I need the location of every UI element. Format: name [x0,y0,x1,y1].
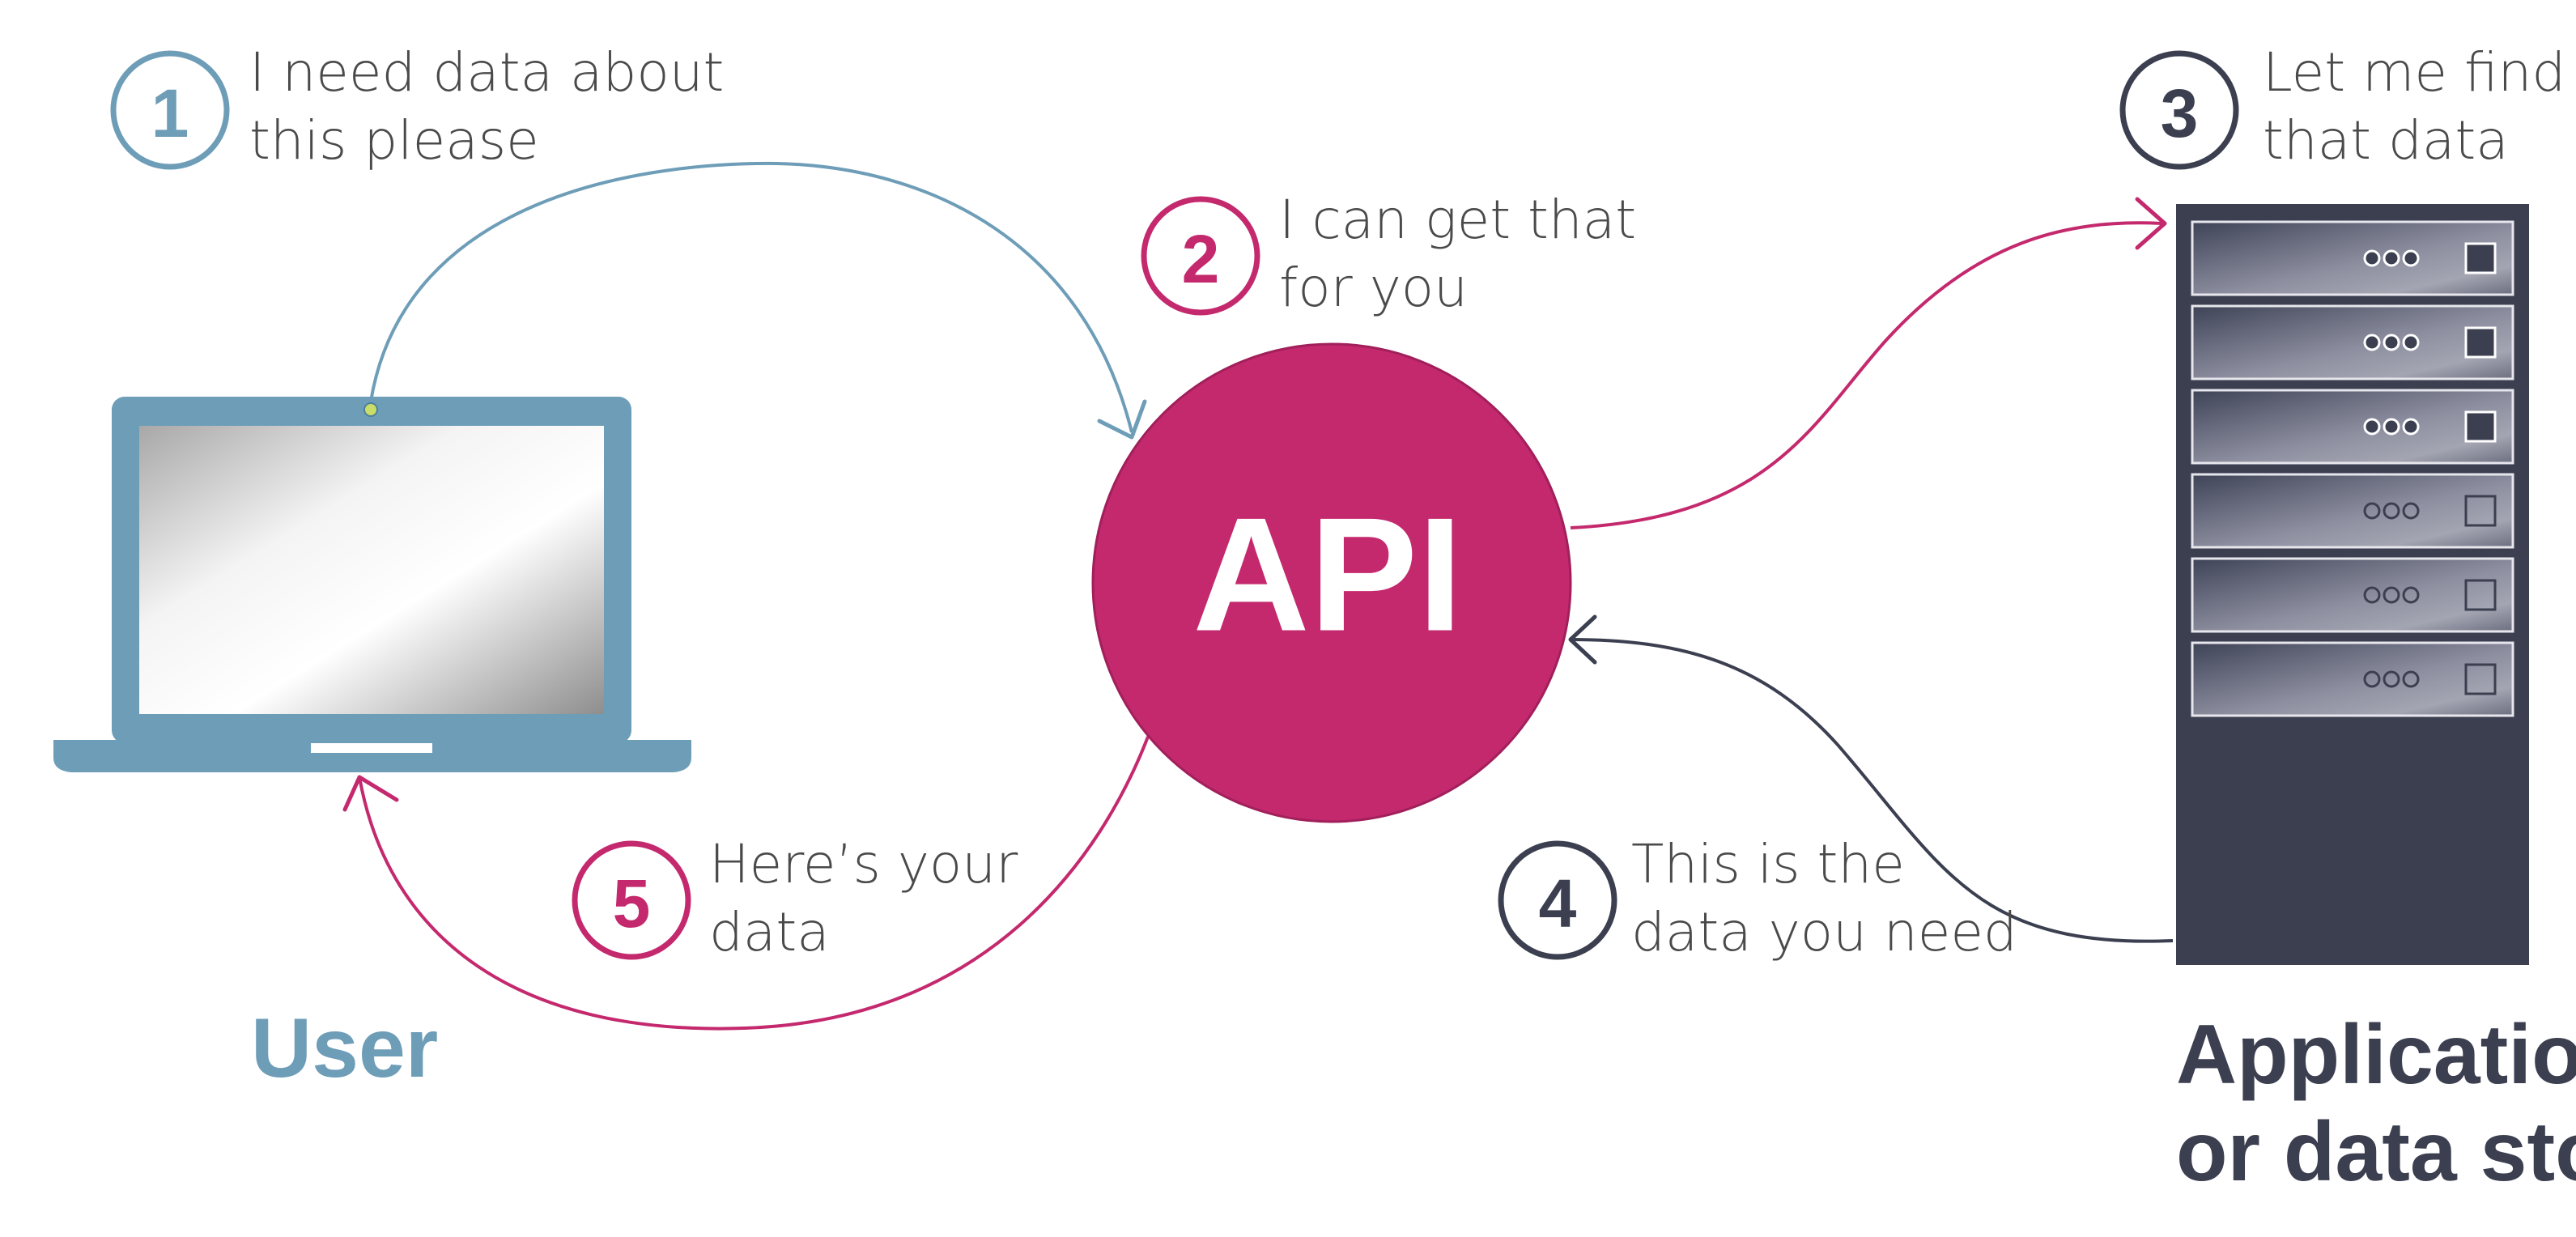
server-slot [2191,220,2514,296]
server-led-dot [2402,249,2420,267]
step-5-badge [572,840,691,960]
server-slot [2191,389,2514,465]
server-led-dot [2402,418,2420,436]
server-led-dot [2402,670,2420,688]
store-label-line2: or data store [2176,1105,2576,1199]
server-led-dot [2383,502,2400,520]
step-3-number: 3 [2161,75,2199,151]
laptop-icon [53,397,691,772]
store-label-line1: Application [2176,1008,2576,1102]
server-rack-icon [2176,204,2529,965]
server-led-dot [2402,502,2420,520]
server-led-dot [2383,418,2400,436]
server-led-dot [2402,586,2420,604]
step-5: 5 Here’s your data [572,833,1018,963]
server-led-dot [2383,334,2400,351]
step-2-number: 2 [1182,221,1220,297]
step-5-line1: Here’s your [709,833,1018,895]
step-2-line2: for you [1279,257,1468,319]
server-led-dot [2363,670,2381,688]
step-4-number: 4 [1539,865,1577,942]
arrow-api-to-store [1570,197,2167,529]
step-1: 1 I need data about this please [110,41,724,172]
server-led-dot [2402,334,2420,351]
server-slot [2191,304,2514,380]
arrow-store-to-api [1568,614,2174,943]
api-node: API [1091,342,1572,823]
server-led-dot [2383,586,2400,604]
step-5-number: 5 [613,865,651,942]
server-slot [2191,641,2514,717]
arrow-user-to-api [369,161,1147,440]
server-slot [2191,473,2514,549]
step-1-number: 1 [151,75,189,151]
server-slot [2191,557,2514,633]
step-1-line1: I need data about [249,41,724,104]
user-label: User [251,1001,438,1095]
server-led-dot [2363,418,2381,436]
server-led-dot [2363,502,2381,520]
server-drive-square [2464,326,2497,359]
server-led-dot [2363,586,2381,604]
server-drive-square [2464,410,2497,443]
step-3-line1: Let me find [2263,41,2565,104]
arrow-api-to-user [342,736,1150,1031]
step-4-line1: This is the [1631,833,1905,895]
step-2: 2 I can get that for you [1141,189,1636,319]
server-drive-square [2464,663,2497,695]
server-led-dot [2363,249,2381,267]
server-drive-square [2464,242,2497,274]
server-led-dot [2383,670,2400,688]
step-2-badge [1141,196,1260,316]
step-3-line2: that data [2263,109,2509,172]
step-4: 4 This is the data you need [1498,833,2017,963]
server-drive-square [2464,579,2497,611]
step-4-line2: data you need [1631,901,2017,963]
server-led-dot [2383,249,2400,267]
step-1-badge [110,50,230,170]
step-5-line2: data [709,901,830,963]
step-3: 3 Let me find that data [2119,41,2565,172]
server-led-dot [2363,334,2381,351]
step-4-badge [1498,840,1617,960]
step-1-line2: this please [249,109,539,172]
step-2-line1: I can get that [1279,189,1636,251]
server-drive-square [2464,495,2497,527]
step-3-badge [2119,50,2239,170]
api-label: API [1192,485,1462,665]
